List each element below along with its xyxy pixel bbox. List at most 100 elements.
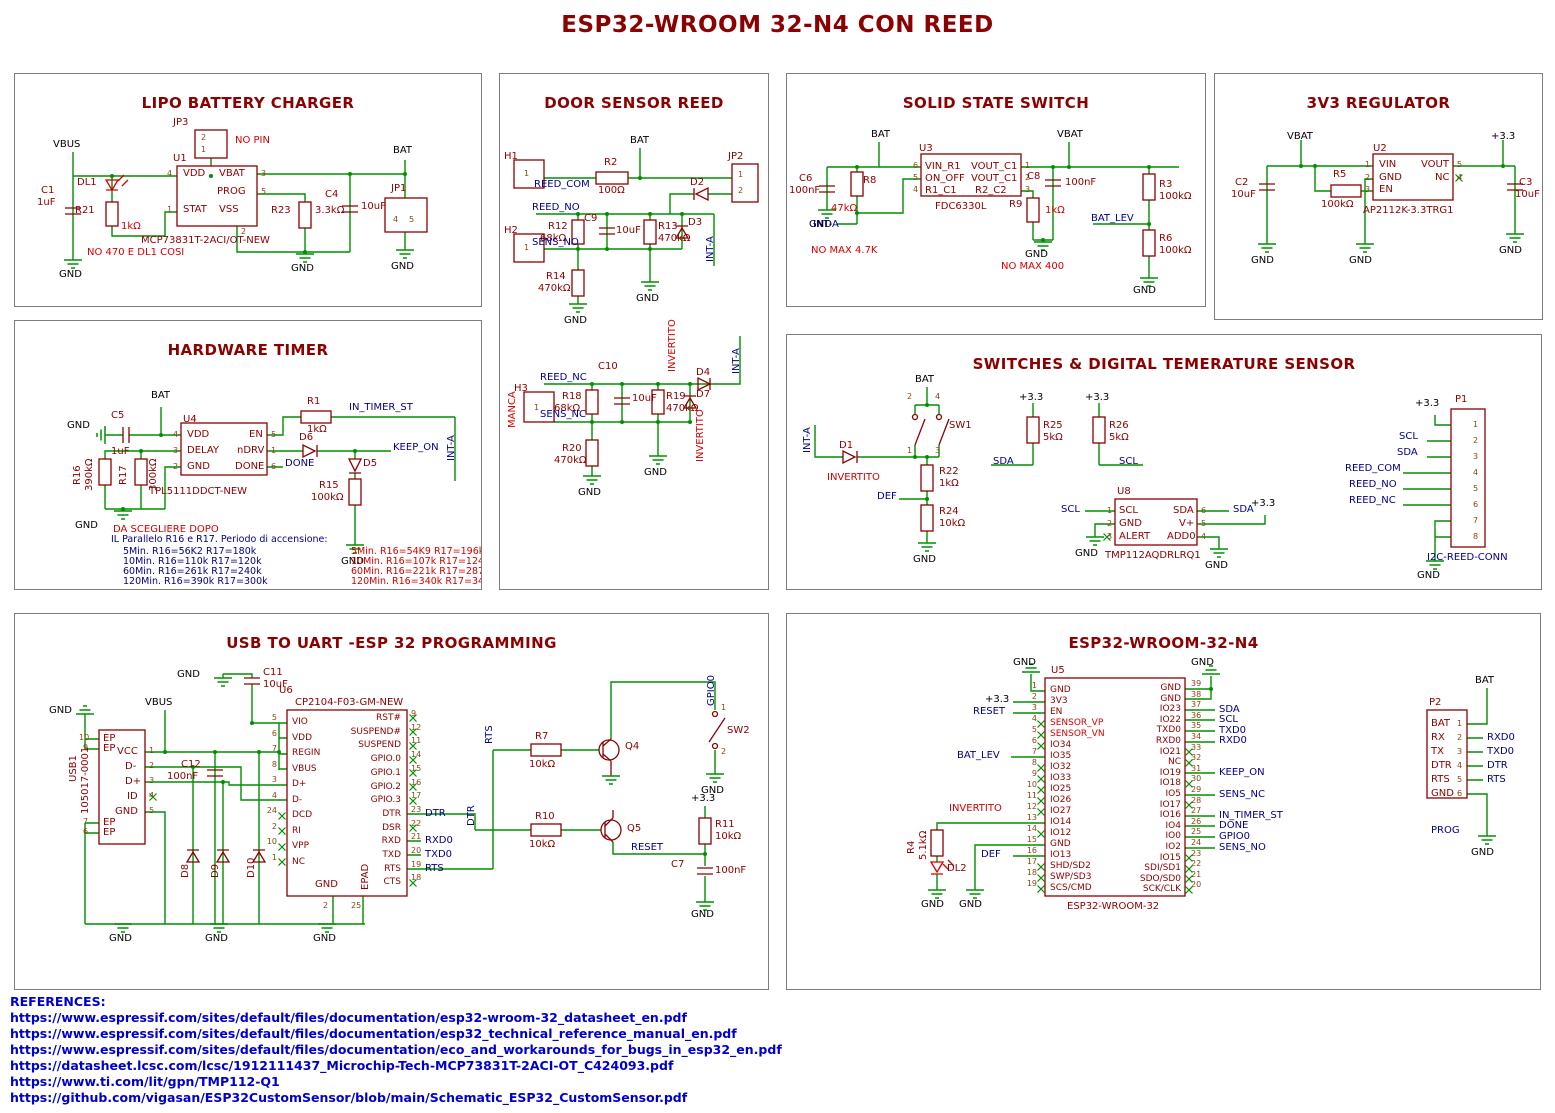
schematic-label: GND xyxy=(1379,172,1402,183)
schematic-label: 10uF xyxy=(616,225,641,236)
schematic-label: 120Min. R16=390k R17=300k xyxy=(123,576,268,587)
schematic-label: R10 xyxy=(535,811,555,822)
schematic-label: 3 xyxy=(149,776,155,785)
pin-number: 34 xyxy=(1191,732,1202,741)
schematic-label: VSS xyxy=(219,204,239,215)
schematic-label: RXD0 xyxy=(1219,735,1247,746)
schematic-label: R17 xyxy=(118,465,129,485)
schematic-label: 1 xyxy=(271,446,277,455)
pin-name: IO26 xyxy=(1050,795,1072,805)
pin-name: SCS/CMD xyxy=(1050,883,1092,893)
schematic-label: GND xyxy=(115,806,138,817)
pin-name: GPIO.2 xyxy=(370,781,401,792)
schematic-label: BAT xyxy=(871,129,891,140)
schematic-label: INT-A xyxy=(802,427,813,453)
schematic-label: 470kΩ xyxy=(658,233,691,244)
pin-number: 33 xyxy=(1191,742,1202,752)
pin-number: 4 xyxy=(1031,714,1037,723)
schematic-label: 10Min. R16=110k R17=120k xyxy=(123,556,262,567)
pin-number: 22 xyxy=(1191,859,1202,869)
schematic-label: U5 xyxy=(1051,665,1065,676)
pin-name: SWP/SD3 xyxy=(1050,872,1092,882)
schematic-label: R21 xyxy=(75,205,95,216)
schematic-label: GND xyxy=(59,269,82,280)
schematic-label: 3 xyxy=(935,446,941,455)
schematic-label: C4 xyxy=(325,189,339,200)
schematic-label: U8 xyxy=(1117,486,1131,497)
schematic-label: 2 xyxy=(738,186,744,195)
schematic-label: DONE xyxy=(235,461,265,472)
schematic-label: SCL xyxy=(1399,431,1418,442)
pin-name: DCD xyxy=(292,810,313,820)
panel-title-switches: SWITCHES & DIGITAL TEMERATURE SENSOR xyxy=(972,355,1356,373)
pin-number: 16 xyxy=(411,777,422,787)
schematic-label: 1 xyxy=(1365,160,1371,169)
pin-name: EN xyxy=(1050,707,1063,717)
pin-name: IO15 xyxy=(1159,852,1181,863)
schematic-label: SENS_NC xyxy=(1219,789,1265,800)
schematic-label: CP2104-F03-GM-NEW xyxy=(295,697,404,708)
pin-number: 9 xyxy=(411,709,417,718)
pin-number: 17 xyxy=(1026,857,1037,866)
pin-name: VPP xyxy=(292,841,310,851)
pin-name: IO35 xyxy=(1050,751,1072,761)
schematic-wires xyxy=(75,673,726,933)
schematic-label: JP3 xyxy=(173,117,189,128)
schematic-label: GND xyxy=(691,909,714,920)
pin-number: 18 xyxy=(1026,868,1037,877)
schematic-label: SENS_NO xyxy=(532,237,579,248)
schematic-label: C5 xyxy=(111,410,125,421)
schematic-label: PROG xyxy=(1431,825,1460,836)
schematic-label: INT-A xyxy=(705,236,716,262)
schematic-label: 100nF xyxy=(715,865,747,876)
pin-number: 19 xyxy=(1026,879,1037,888)
schematic-label: R1_C1 xyxy=(925,185,957,196)
schematic-label: BAT xyxy=(393,145,413,156)
schematic-label: 1 xyxy=(534,403,540,412)
schematic-label: 10uF xyxy=(1231,189,1256,200)
schematic-label: H2 xyxy=(504,225,518,236)
schematic-label: VOUT xyxy=(1421,159,1449,170)
schematic-label: BAT xyxy=(1431,718,1451,729)
schematic-label: KEEP_ON xyxy=(393,442,439,453)
schematic-label: AP2112K-3.3TRG1 xyxy=(1363,205,1454,216)
schematic-label: RESET xyxy=(973,706,1006,717)
schematic-label: IL Parallelo R16 e R17. Periodo di accen… xyxy=(111,534,328,545)
schematic-label: 3 xyxy=(1025,185,1031,194)
schematic-label: GND xyxy=(313,933,336,944)
schematic-label: NO 470 E DL1 COSI xyxy=(87,247,185,258)
schematic-label: 3 xyxy=(173,446,179,455)
schematic-label: 390kΩ xyxy=(84,458,95,491)
schematic-label: INVERTITO xyxy=(827,472,880,483)
pin-name: D+ xyxy=(292,779,307,789)
pin-number: 3 xyxy=(1031,703,1037,712)
pin-number: 22 xyxy=(411,818,422,828)
schematic-label: H3 xyxy=(514,383,528,394)
schematic-label: GND xyxy=(1013,657,1036,668)
pin-number: 24 xyxy=(1191,838,1202,847)
schematic-label: DTR xyxy=(425,808,446,819)
schematic-label: 4 xyxy=(167,169,173,178)
schematic-label: BAT xyxy=(151,390,171,401)
schematic-label: R24 xyxy=(939,506,959,517)
pin-number: 15 xyxy=(411,763,422,773)
schematic-label: IN_TIMER_ST xyxy=(1219,810,1283,821)
schematic-label: GND xyxy=(1417,570,1440,581)
pin-number: 6 xyxy=(1031,736,1037,745)
schematic-label: RXD0 xyxy=(1487,732,1515,743)
schematic-label: REED_COM xyxy=(534,179,590,190)
schematic-label: 1kΩ xyxy=(939,478,959,489)
schematic-label: R2 xyxy=(604,157,618,168)
schematic-label: SENS_NO xyxy=(1219,842,1266,853)
schematic-label: C12 xyxy=(181,759,201,770)
schematic-label: 10kΩ xyxy=(715,831,742,842)
schematic-label: R16 xyxy=(72,465,83,485)
schematic-label: ALERT xyxy=(1119,531,1151,542)
schematic-label: 3 xyxy=(1365,185,1371,194)
pin-name: RTS xyxy=(384,863,401,874)
pin-number: 6 xyxy=(271,728,277,738)
schematic-label: Q4 xyxy=(625,741,640,752)
pin-name: SUSPEND# xyxy=(350,726,401,737)
